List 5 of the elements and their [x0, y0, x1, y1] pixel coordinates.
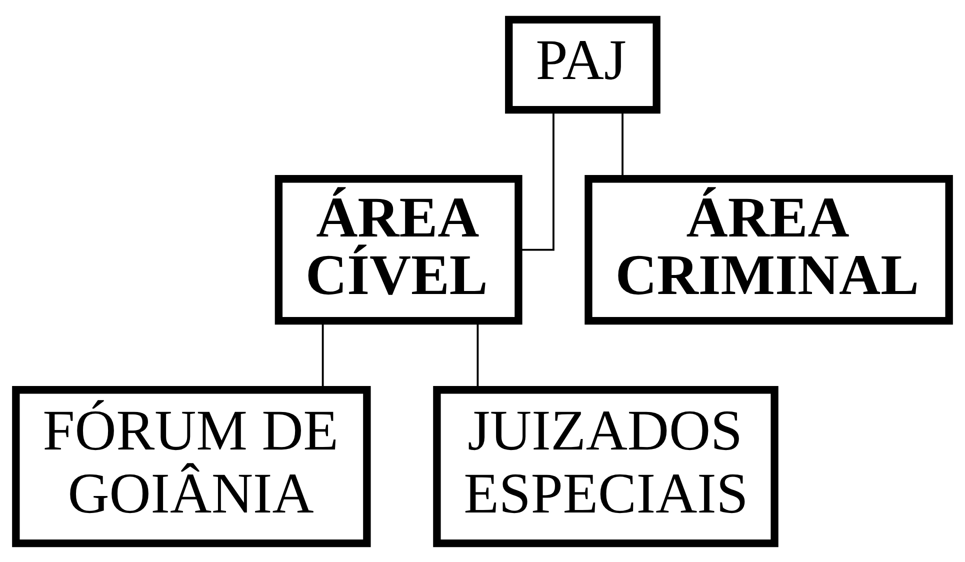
node-box: PAJ: [505, 15, 660, 114]
node-box: FÓRUM DE GOIÂNIA: [12, 386, 371, 547]
node-box: ÁREA CRIMINAL: [584, 174, 953, 324]
node-box: JUIZADOS ESPECIAIS: [433, 386, 778, 547]
node-box: ÁREA CÍVEL: [274, 174, 522, 324]
